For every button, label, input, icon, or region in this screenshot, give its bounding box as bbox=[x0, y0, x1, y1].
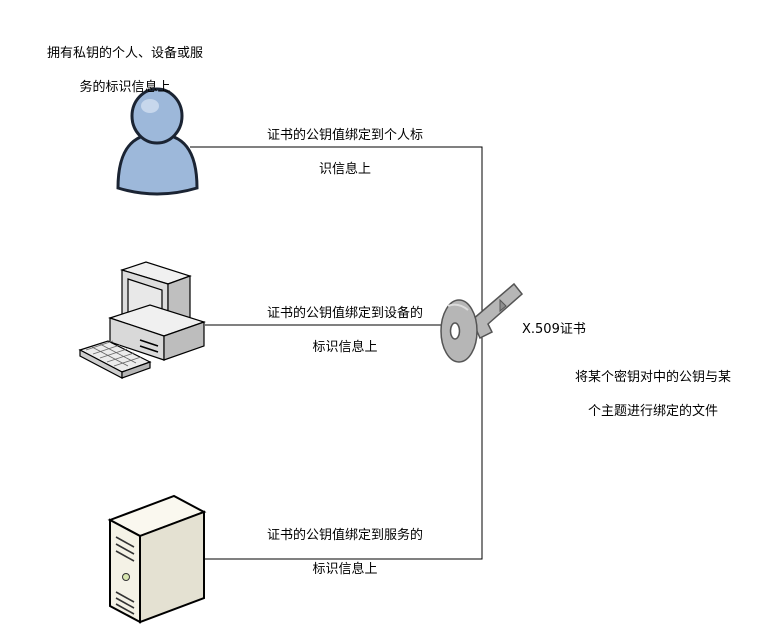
computer-icon bbox=[78, 261, 206, 379]
key-icon bbox=[440, 282, 524, 363]
device-binding-label-line1: 证书的公钥值绑定到设备的 bbox=[266, 306, 423, 321]
definition-label-line2: 个主题进行绑定的文件 bbox=[587, 404, 718, 419]
person-icon bbox=[116, 87, 199, 196]
definition-label-line1: 将某个密钥对中的公钥与某 bbox=[574, 370, 731, 385]
server-binding-label-line1: 证书的公钥值绑定到服务的 bbox=[266, 528, 423, 543]
line-server bbox=[162, 325, 483, 560]
certificate-label-text: X.509证书 bbox=[522, 322, 586, 337]
entity-label: 拥有私钥的个人、设备或服 务的标识信息上 bbox=[22, 28, 228, 113]
server-icon bbox=[107, 494, 207, 624]
person-binding-label-line1: 证书的公钥值绑定到个人标 bbox=[266, 128, 423, 143]
person-binding-label: 证书的公钥值绑定到个人标 识信息上 bbox=[240, 110, 450, 195]
connector-lines bbox=[162, 146, 483, 560]
entity-label-line2: 务的标识信息上 bbox=[79, 80, 171, 95]
person-binding-label-line2: 识信息上 bbox=[318, 162, 371, 177]
entity-label-line1: 拥有私钥的个人、设备或服 bbox=[46, 46, 203, 61]
certificate-label: X.509证书 bbox=[522, 304, 602, 355]
server-binding-label-line2: 标识信息上 bbox=[312, 562, 378, 577]
server-binding-label: 证书的公钥值绑定到服务的 标识信息上 bbox=[240, 510, 450, 595]
definition-label: 将某个密钥对中的公钥与某 个主题进行绑定的文件 bbox=[548, 352, 758, 437]
device-binding-label: 证书的公钥值绑定到设备的 标识信息上 bbox=[240, 288, 450, 373]
device-binding-label-line2: 标识信息上 bbox=[312, 340, 378, 355]
line-person bbox=[190, 146, 483, 325]
